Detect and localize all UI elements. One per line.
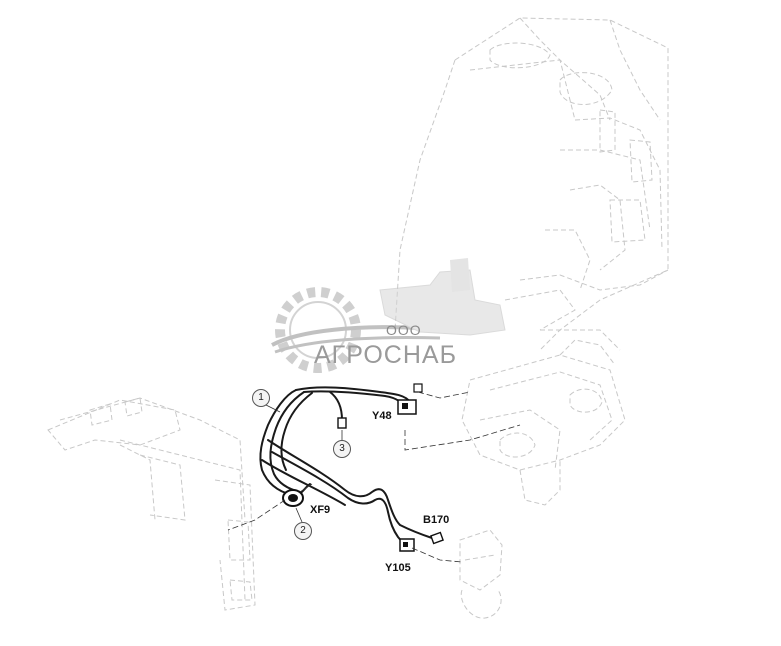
watermark-prefix: ООО — [386, 322, 422, 338]
front-axle-ghost — [47, 397, 256, 611]
connector-3 — [337, 417, 347, 429]
callout-1: 1 — [252, 389, 270, 407]
label-y48: Y48 — [372, 410, 392, 422]
callout-3: 3 — [333, 440, 351, 458]
connector-b170 — [430, 531, 444, 545]
valve-ghost — [459, 529, 503, 619]
connector-y48 — [397, 383, 423, 415]
connector-y105 — [399, 538, 415, 552]
watermark-brand: АГРОСНАБ — [314, 341, 457, 369]
wiring-harness — [259, 386, 433, 547]
tractor-cab-ghost — [394, 17, 669, 351]
transmission-ghost — [461, 339, 626, 506]
label-b170: B170 — [423, 514, 450, 526]
connector-xf9 — [282, 483, 313, 507]
watermark-logo — [271, 258, 506, 373]
label-y105: Y105 — [385, 562, 411, 574]
label-xf9: XF9 — [310, 504, 331, 516]
leader-lines — [227, 391, 521, 563]
callout-2: 2 — [294, 522, 312, 540]
